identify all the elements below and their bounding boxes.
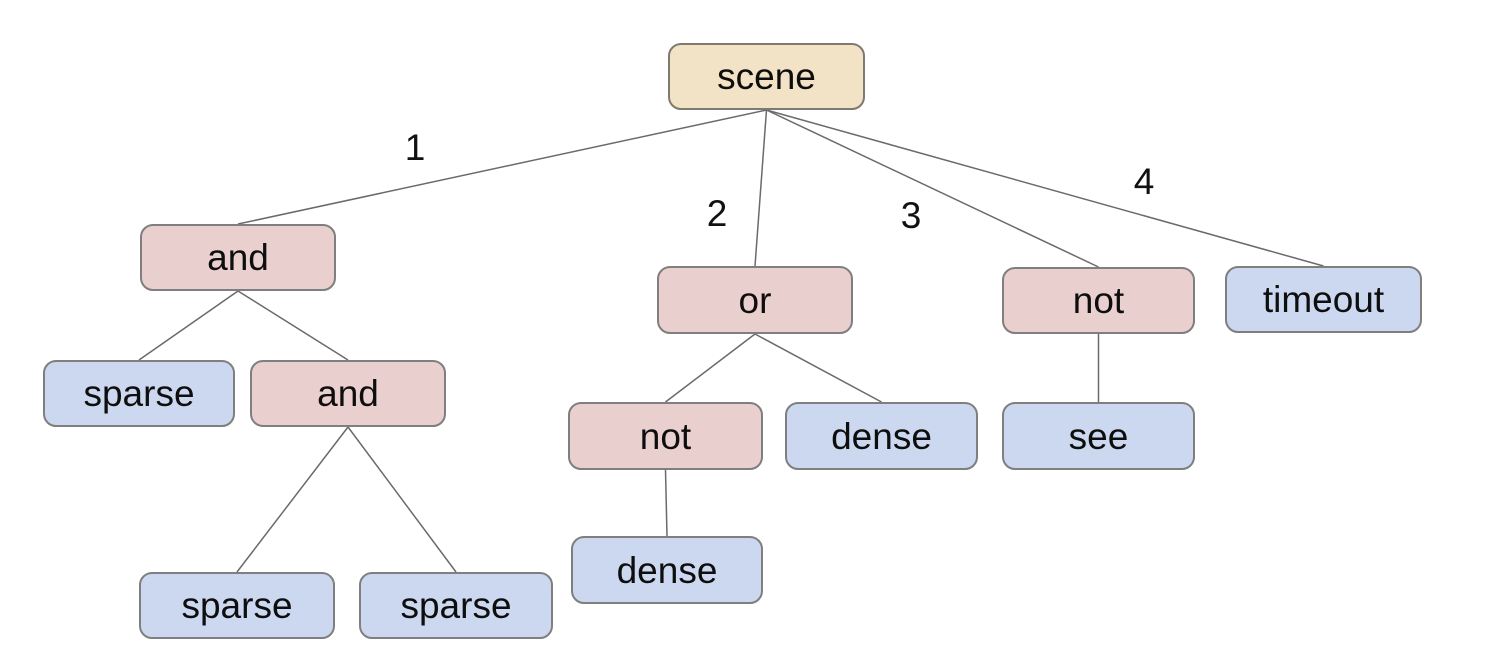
node-and1: and (140, 224, 336, 291)
node-not1: not (1002, 267, 1195, 334)
edge-not2-dense2 (664, 469, 668, 537)
edge-and2-sparse2 (236, 426, 349, 573)
node-timeout1: timeout (1225, 266, 1422, 333)
node-and2: and (250, 360, 446, 427)
edge-or1-dense1 (754, 333, 882, 403)
edge-label-3: 3 (900, 195, 922, 236)
node-not2: not (568, 402, 763, 470)
edge-and1-sparse1 (138, 290, 239, 361)
node-scene: scene (668, 43, 865, 110)
edge-label-4: 4 (1133, 161, 1155, 202)
node-sparse1: sparse (43, 360, 235, 427)
edge-scene-and1 (237, 109, 767, 225)
edge-or1-not2 (665, 333, 756, 403)
node-sparse2: sparse (139, 572, 335, 639)
node-see1: see (1002, 402, 1195, 470)
edge-scene-or1 (754, 109, 768, 267)
node-or1: or (657, 266, 853, 334)
node-sparse3: sparse (359, 572, 553, 639)
edge-and1-and2 (237, 290, 349, 361)
edge-label-1: 1 (404, 127, 426, 168)
edge-and2-sparse3 (347, 426, 457, 573)
edge-scene-not1 (766, 109, 1099, 268)
edge-label-2: 2 (706, 193, 728, 234)
edge-scene-timeout1 (766, 109, 1324, 267)
node-dense1: dense (785, 402, 978, 470)
node-dense2: dense (571, 536, 763, 604)
